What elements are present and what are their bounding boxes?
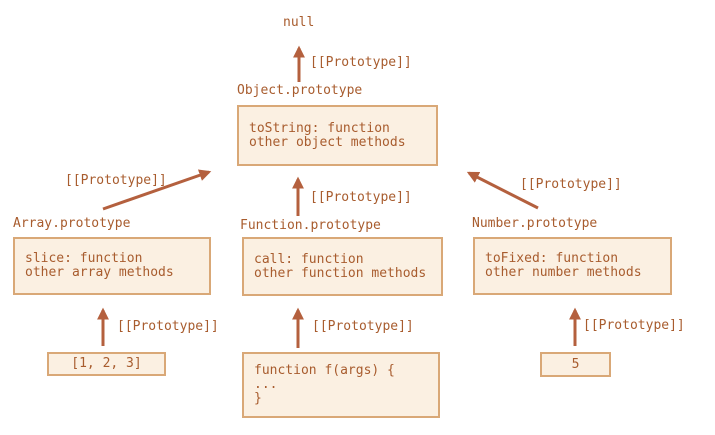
- node-box-array-instance: [1, 2, 3]: [47, 352, 166, 376]
- node-line: other function methods: [254, 265, 427, 281]
- edge-label-numberinstance: [[Prototype]]: [583, 318, 685, 333]
- node-box-function-prototype: call: function other function methods: [242, 237, 443, 296]
- node-line: toFixed: function: [485, 251, 619, 266]
- node-line: [1, 2, 3]: [71, 356, 142, 371]
- node-line: toString: function: [249, 120, 390, 136]
- edge-label-number-to-object: [[Prototype]]: [520, 177, 622, 192]
- edge-label-arrayinstance: [[Prototype]]: [117, 319, 219, 334]
- node-line: call: function: [254, 251, 364, 267]
- edge-label-array-to-object: [[Prototype]]: [65, 173, 167, 188]
- node-line: function f(args) {: [254, 363, 395, 378]
- node-box-number-instance: 5: [540, 352, 611, 377]
- node-line: other object methods: [249, 134, 406, 150]
- node-line: 5: [571, 356, 580, 372]
- node-line: ...: [254, 377, 278, 392]
- node-title-array-prototype: Array.prototype: [13, 216, 131, 231]
- node-line: other number methods: [485, 265, 642, 280]
- node-box-array-prototype: slice: function other array methods: [13, 237, 211, 295]
- node-box-number-prototype: toFixed: function other number methods: [473, 237, 672, 295]
- node-box-function-instance: function f(args) { ... }: [242, 352, 440, 418]
- edge-label-object-to-null: [[Prototype]]: [310, 55, 412, 70]
- edge-label-function-to-object: [[Prototype]]: [310, 190, 412, 205]
- node-line: other array methods: [25, 265, 174, 280]
- node-title-number-prototype: Number.prototype: [472, 216, 598, 231]
- edge-label-functioninstance: [[Prototype]]: [312, 319, 414, 334]
- null-node-label: null: [283, 15, 315, 30]
- node-title-function-prototype: Function.prototype: [240, 218, 381, 233]
- node-line: }: [254, 391, 262, 406]
- node-title-object-prototype: Object.prototype: [237, 83, 363, 98]
- node-line: slice: function: [25, 251, 143, 266]
- node-box-object-prototype: toString: function other object methods: [237, 105, 438, 166]
